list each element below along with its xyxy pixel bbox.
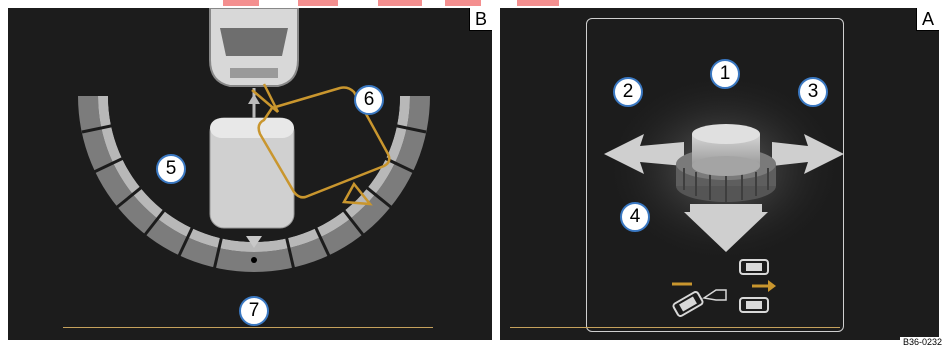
trailer-steering-panel: 5 6 7 B bbox=[8, 8, 492, 340]
callout-7: 7 bbox=[239, 296, 269, 326]
callout-3: 3 bbox=[798, 77, 828, 107]
callout-1: 1 bbox=[710, 59, 740, 89]
trailer-icon bbox=[210, 118, 294, 228]
panel-letter-a: A bbox=[916, 8, 939, 31]
callout-4: 4 bbox=[620, 202, 650, 232]
watermark-mark bbox=[223, 0, 259, 6]
car-rear-icon bbox=[210, 8, 298, 86]
panel-letter-b: B bbox=[469, 8, 492, 31]
panel-divider-line bbox=[510, 327, 840, 328]
callout-5: 5 bbox=[156, 154, 186, 184]
callout-6: 6 bbox=[354, 85, 384, 115]
watermark-mark bbox=[298, 0, 338, 6]
panel-divider-line bbox=[63, 327, 433, 328]
rotary-knob-graphic bbox=[500, 8, 939, 340]
watermark-mark bbox=[378, 0, 422, 6]
watermark-mark bbox=[517, 0, 559, 6]
watermark-mark bbox=[445, 0, 481, 6]
parking-maneuver-icon bbox=[672, 260, 776, 317]
trailer-steering-graphic bbox=[8, 8, 492, 340]
figure-code: B36-0232 bbox=[900, 337, 945, 348]
callout-2: 2 bbox=[613, 77, 643, 107]
rotary-knob-panel: 1 2 3 4 A bbox=[500, 8, 939, 340]
